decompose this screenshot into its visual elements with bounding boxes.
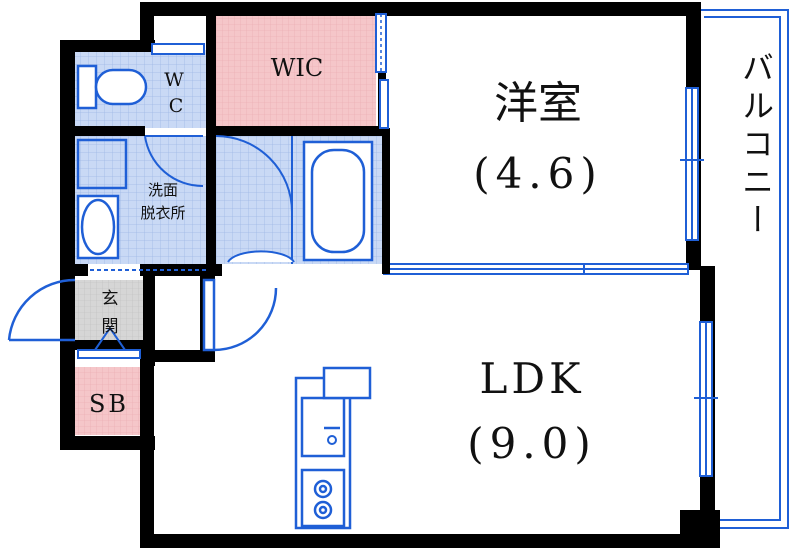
bath-door-swing bbox=[215, 135, 293, 213]
faucet-icon bbox=[327, 435, 337, 445]
washroom-label-line1: 洗面 bbox=[148, 181, 178, 199]
entrance-inner-door bbox=[202, 278, 278, 352]
bathtub-icon bbox=[302, 140, 374, 262]
wic-label: WIC bbox=[271, 54, 324, 82]
window-ldk bbox=[694, 321, 718, 477]
entrance-label-line1: 玄 bbox=[102, 289, 119, 309]
entrance-label-line2: 関 bbox=[102, 317, 119, 337]
entrance-floor bbox=[75, 280, 143, 346]
balcony-label: バルコニー bbox=[737, 51, 775, 241]
western-left-wall bbox=[382, 128, 390, 274]
western-room-size: (4.6) bbox=[473, 149, 603, 198]
wc-door-swing bbox=[144, 135, 204, 188]
stove-icon bbox=[313, 479, 333, 520]
washbasin-icon bbox=[76, 194, 120, 260]
ldk-name: LDK bbox=[480, 354, 585, 403]
wc-label-line2: C bbox=[169, 95, 184, 117]
balcony-outline bbox=[697, 9, 789, 529]
shoe-cabinet-icon bbox=[94, 326, 126, 351]
ldk-size: (9.0) bbox=[467, 419, 597, 468]
window-western bbox=[680, 87, 704, 241]
washroom-label-line2: 脱衣所 bbox=[140, 204, 185, 222]
wc-shelf bbox=[151, 43, 205, 55]
kitchen-counter bbox=[294, 366, 372, 530]
bath-sink-icon bbox=[227, 250, 295, 263]
sb-floor bbox=[75, 367, 143, 435]
sb-label: SB bbox=[89, 390, 129, 418]
western-room-name: 洋室 bbox=[494, 78, 582, 129]
washing-machine-icon bbox=[76, 138, 128, 190]
toilet-icon bbox=[76, 64, 148, 110]
wic-floor bbox=[214, 10, 376, 128]
partition-sliding-door bbox=[383, 263, 689, 275]
wc-label-line1: W bbox=[164, 69, 184, 91]
entrance-door-swing bbox=[7, 278, 76, 342]
